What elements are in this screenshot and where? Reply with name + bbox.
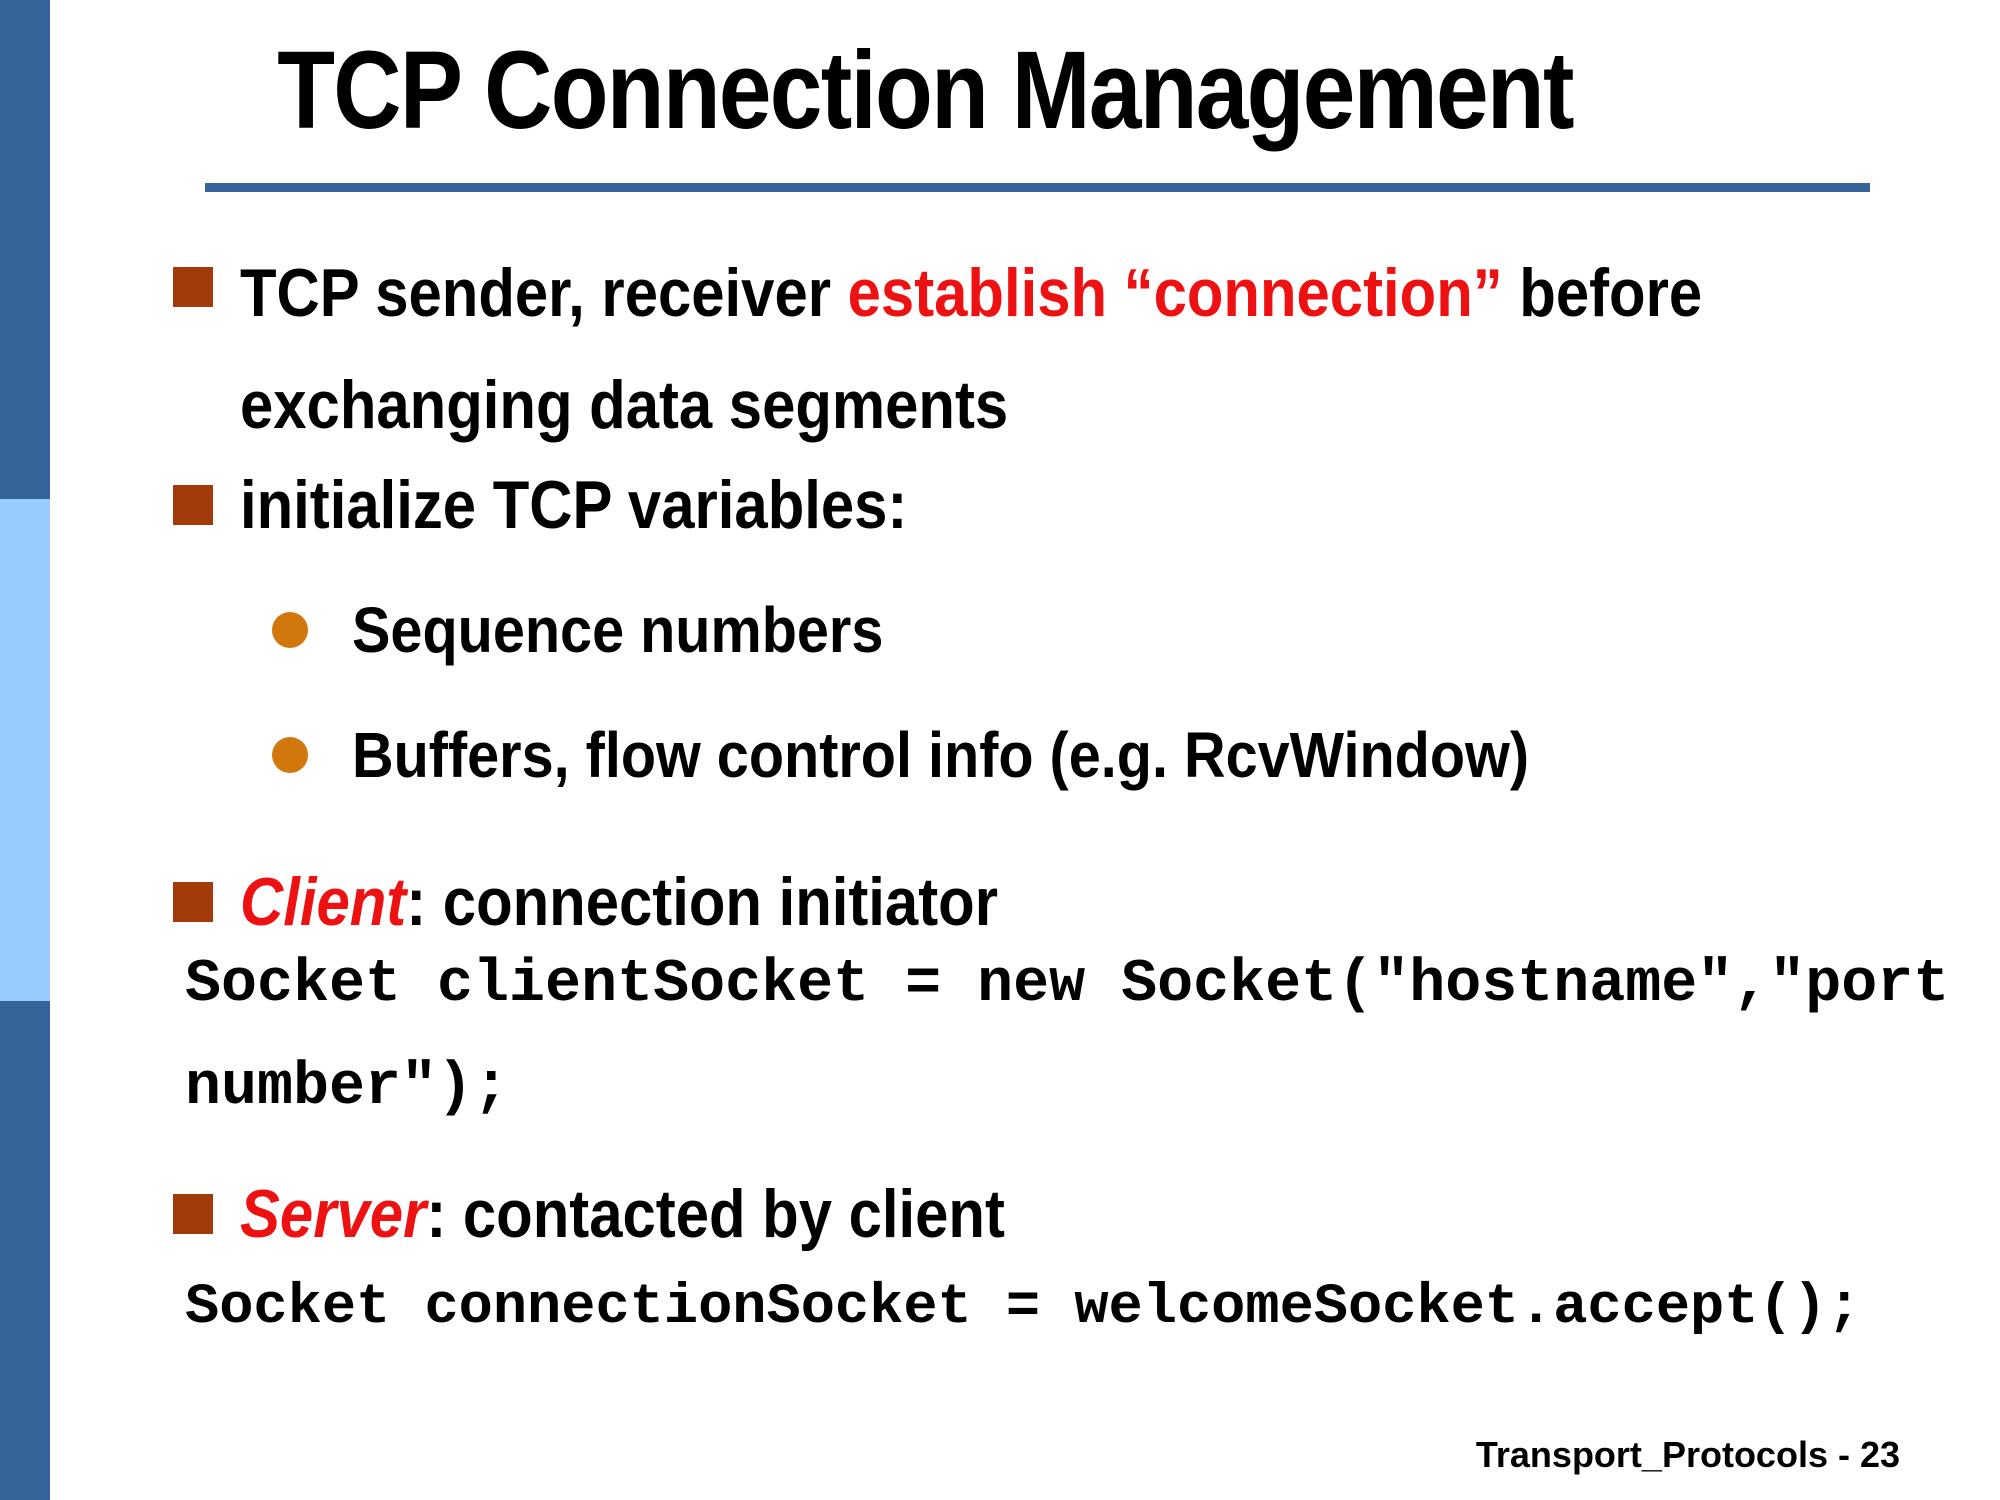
code-server-socket: Socket connectionSocket = welcomeSocket.… (185, 1276, 1862, 1340)
bullet-item-client: Client: connection initiator (240, 846, 998, 958)
bullet-text-black: : connection initiator (406, 864, 998, 940)
slide-title: TCP Connection Management (277, 29, 1574, 152)
sub-bullet-sequence-numbers: Sequence numbers (352, 594, 884, 666)
bullet-text-black: TCP sender, receiver (240, 255, 848, 331)
bullet-square-icon (173, 882, 213, 922)
bullet-circle-icon (272, 612, 308, 648)
sidebar (0, 0, 50, 1500)
bullet-line: exchanging data segments (240, 367, 1009, 443)
code-line: Socket clientSocket = new Socket("hostna… (185, 951, 1950, 1019)
bullet-circle-icon (272, 737, 308, 773)
sidebar-band-top (0, 0, 50, 499)
code-client-socket: Socket clientSocket = new Socket("hostna… (185, 934, 1949, 1140)
bullet-item-server: Server: contacted by client (240, 1158, 1005, 1270)
bullet-square-icon (173, 485, 213, 525)
sidebar-band-middle (0, 499, 50, 1001)
bullet-square-icon (173, 1194, 213, 1234)
title-underline-rule (205, 183, 1870, 192)
sidebar-band-bottom (0, 1001, 50, 1500)
bullet-item-initialize-variables: initialize TCP variables: (240, 467, 908, 543)
bullet-square-icon (173, 267, 213, 307)
code-line: number"); (185, 1054, 510, 1122)
bullet-item-establish-connection: TCP sender, receiver establish “connecti… (240, 237, 1702, 461)
footer-slide-label: Transport_Protocols - 23 (1475, 1434, 1900, 1475)
client-label-red: Client (240, 864, 407, 940)
server-label-red: Server (240, 1176, 427, 1252)
bullet-text-red-emphasis: establish “connection” (847, 255, 1503, 331)
bullet-line: TCP sender, receiver establish “connecti… (240, 237, 1702, 349)
bullet-text-black: before (1502, 255, 1703, 331)
sub-bullet-buffers-flow-control: Buffers, flow control info (e.g. RcvWind… (352, 719, 1530, 791)
bullet-text-black: : contacted by client (426, 1176, 1005, 1252)
